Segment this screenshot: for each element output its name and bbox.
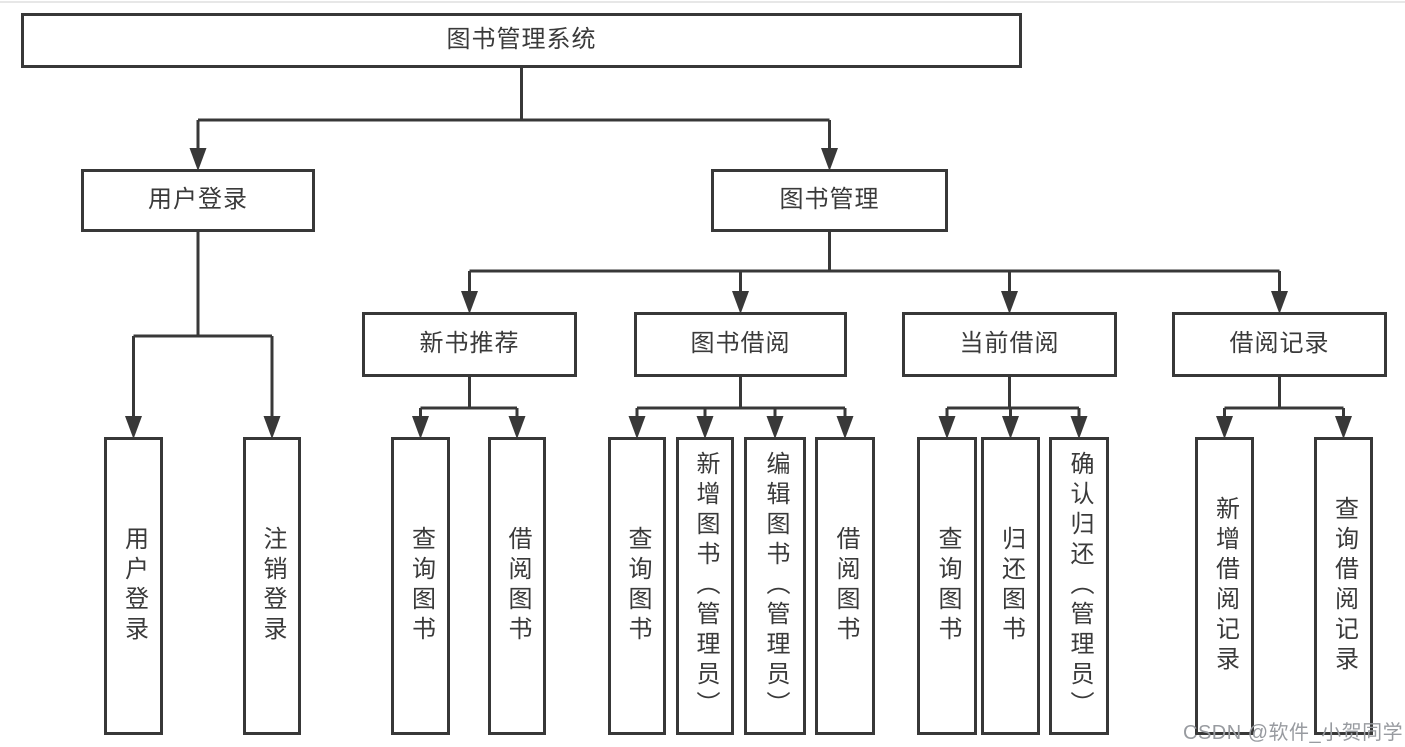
node-v-borrow-book-2: 借阅图书 — [815, 437, 875, 735]
node-label: 编辑图书（管理员） — [763, 451, 787, 721]
node-user-login: 用户登录 — [81, 169, 315, 232]
node-v-query-book-2: 查询图书 — [608, 437, 666, 735]
node-v-query-record: 查询借阅记录 — [1314, 437, 1373, 735]
node-root: 图书管理系统 — [21, 13, 1022, 68]
node-label: 当前借阅 — [960, 330, 1060, 359]
node-v-query-book-1: 查询图书 — [391, 437, 450, 735]
connector-path — [947, 375, 1079, 420]
arrowhead-icon — [837, 416, 854, 439]
arrowhead-icon — [821, 148, 838, 171]
node-label: 图书借阅 — [691, 330, 791, 359]
arrowhead-icon — [264, 416, 281, 439]
node-label: 借阅图书 — [505, 526, 529, 646]
node-label: 注销登录 — [260, 526, 284, 646]
arrowhead-icon — [1071, 416, 1088, 439]
arrowhead-icon — [939, 416, 956, 439]
node-book-mgmt: 图书管理 — [711, 169, 948, 232]
arrowhead-icon — [1001, 291, 1018, 314]
node-label: 新增图书（管理员） — [693, 451, 717, 721]
node-book-borrow: 图书借阅 — [634, 312, 847, 377]
node-v-confirm-return: 确认归还（管理员） — [1049, 437, 1109, 735]
connector-path — [470, 230, 1280, 295]
connector-path — [1225, 375, 1344, 420]
node-current-borrow: 当前借阅 — [902, 312, 1117, 377]
node-v-borrow-book-1: 借阅图书 — [488, 437, 546, 735]
node-label: 确认归还（管理员） — [1067, 451, 1091, 721]
arrowhead-icon — [629, 416, 646, 439]
node-new-book-rec: 新书推荐 — [362, 312, 577, 377]
arrowhead-icon — [412, 416, 429, 439]
connector-path — [421, 375, 518, 420]
arrowhead-icon — [1271, 291, 1288, 314]
node-v-edit-book: 编辑图书（管理员） — [744, 437, 806, 735]
node-label: 新增借阅记录 — [1213, 496, 1237, 676]
node-label: 查询借阅记录 — [1332, 496, 1356, 676]
node-v-user-login: 用户登录 — [104, 437, 163, 735]
node-label: 借阅图书 — [833, 526, 857, 646]
arrowhead-icon — [697, 416, 714, 439]
node-label: 图书管理 — [780, 186, 880, 215]
node-v-add-book: 新增图书（管理员） — [676, 437, 734, 735]
node-v-logout: 注销登录 — [243, 437, 301, 735]
arrowhead-icon — [1335, 416, 1352, 439]
arrowhead-icon — [190, 148, 207, 171]
connector-path — [134, 230, 273, 420]
watermark-text: CSDN @软件_小贺同学 — [1183, 716, 1403, 745]
node-label: 查询图书 — [935, 526, 959, 646]
node-label: 归还图书 — [999, 526, 1023, 646]
arrowhead-icon — [1002, 416, 1019, 439]
node-v-query-book-3: 查询图书 — [917, 437, 977, 735]
node-label: 新书推荐 — [420, 330, 520, 359]
node-label: 用户登录 — [122, 526, 146, 646]
connector-path — [198, 66, 830, 152]
arrowhead-icon — [767, 416, 784, 439]
arrowhead-icon — [125, 416, 142, 439]
arrowhead-icon — [461, 291, 478, 314]
arrowhead-icon — [509, 416, 526, 439]
connector-path — [637, 375, 845, 420]
node-label: 图书管理系统 — [447, 26, 597, 55]
node-label: 用户登录 — [148, 186, 248, 215]
node-label: 查询图书 — [625, 526, 649, 646]
node-label: 查询图书 — [409, 526, 433, 646]
node-v-return-book: 归还图书 — [981, 437, 1040, 735]
node-v-add-record: 新增借阅记录 — [1195, 437, 1254, 735]
arrowhead-icon — [1216, 416, 1233, 439]
node-label: 借阅记录 — [1230, 330, 1330, 359]
node-borrow-record: 借阅记录 — [1172, 312, 1387, 377]
arrowhead-icon — [732, 291, 749, 314]
